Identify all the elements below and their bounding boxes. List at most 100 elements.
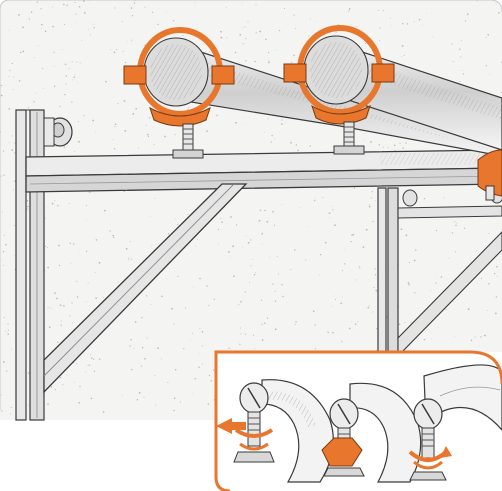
wall-speckle <box>413 21 415 23</box>
wall-speckle <box>382 146 384 148</box>
wall-speckle <box>238 304 240 305</box>
wall-speckle <box>79 62 81 64</box>
wall-speckle <box>319 274 321 276</box>
wall-speckle <box>264 209 266 212</box>
wall-speckle <box>130 339 132 341</box>
wall-speckle <box>85 204 88 206</box>
wall-speckle <box>173 397 176 400</box>
wall-speckle <box>263 322 266 325</box>
wall-speckle <box>294 249 296 251</box>
wall-speckle <box>154 197 156 199</box>
wall-speckle <box>73 382 75 383</box>
wall-speckle <box>261 323 263 325</box>
wall-speckle <box>57 205 59 207</box>
wall-speckle <box>35 92 37 94</box>
wall-speckle <box>221 221 223 223</box>
wall-speckle <box>157 23 159 26</box>
wall-speckle <box>90 357 93 359</box>
wall-speckle <box>30 11 33 14</box>
wall-speckle <box>239 343 241 345</box>
wall-speckle <box>7 329 9 331</box>
wall-speckle <box>495 296 498 298</box>
wall-speckle <box>78 6 81 8</box>
wall-speckle <box>26 208 28 210</box>
wall-speckle <box>334 224 336 227</box>
wall-speckle <box>9 142 11 144</box>
wall-speckle <box>71 302 73 304</box>
wall-speckle <box>327 331 329 334</box>
wall-speckle <box>174 134 176 136</box>
wall-speckle <box>310 18 312 20</box>
wall-speckle <box>141 346 144 349</box>
wall-speckle <box>244 117 246 118</box>
wall-speckle <box>18 14 20 16</box>
wall-speckle <box>305 259 307 261</box>
wall-speckle <box>239 33 242 36</box>
wall-speckle <box>290 141 292 144</box>
wall-speckle <box>53 85 56 88</box>
wall-speckle <box>76 296 79 298</box>
wall-speckle <box>78 121 79 123</box>
wall-speckle <box>173 323 175 325</box>
wall-speckle <box>291 61 293 63</box>
wall-speckle <box>147 135 150 138</box>
wall-speckle <box>247 241 250 244</box>
wall-speckle <box>44 147 46 149</box>
wall-speckle <box>187 214 189 216</box>
wall-speckle <box>0 94 3 97</box>
diagonal-brace <box>43 183 248 394</box>
wall-speckle <box>297 149 299 152</box>
wall-speckle <box>258 219 261 222</box>
wall-speckle <box>116 49 118 51</box>
wall-speckle <box>194 377 197 380</box>
wall-speckle <box>387 147 389 149</box>
wall-speckle <box>33 101 35 103</box>
wall-speckle <box>370 197 372 199</box>
wall-speckle <box>239 327 242 329</box>
wall-speckle <box>121 394 123 396</box>
wall-speckle <box>173 409 175 412</box>
wall-speckle <box>245 60 247 62</box>
wall-speckle <box>121 69 123 71</box>
wall-speckle <box>121 20 123 22</box>
wall-speckle <box>3 174 5 176</box>
wall-speckle <box>14 225 15 226</box>
wall-speckle <box>249 265 251 267</box>
wall-speckle <box>34 57 35 58</box>
wall-speckle <box>372 311 374 313</box>
wall-speckle <box>264 131 266 133</box>
wall-speckle <box>88 29 90 30</box>
wall-speckle <box>13 255 15 257</box>
wall-speckle <box>233 275 235 278</box>
wall-speckle <box>198 45 199 47</box>
wall-speckle <box>14 142 15 144</box>
wall-speckle <box>253 273 256 276</box>
wall-speckle <box>95 239 98 241</box>
wall-speckle <box>208 374 211 377</box>
wall-speckle <box>154 27 156 29</box>
wall-speckle <box>3 265 5 267</box>
wall-speckle <box>40 8 42 10</box>
wall-speckle <box>76 362 78 365</box>
wall-speckle <box>88 364 91 366</box>
wall-speckle <box>69 315 71 317</box>
wall-speckle <box>133 348 135 350</box>
wall-speckle <box>350 240 352 243</box>
wall-speckle <box>281 123 283 125</box>
wall-speckle <box>71 101 73 103</box>
wall-speckle <box>208 304 210 306</box>
wall-speckle <box>435 229 438 232</box>
wall-speckle <box>348 327 351 330</box>
wall-speckle <box>56 297 58 300</box>
wall-speckle <box>382 10 384 12</box>
wall-speckle <box>76 280 78 282</box>
wall-speckle <box>328 216 330 218</box>
wall-speckle <box>59 376 62 379</box>
wall-speckle <box>87 282 89 284</box>
wall-speckle <box>128 259 130 261</box>
wall-speckle <box>293 14 295 16</box>
wall-speckle <box>365 228 368 231</box>
wall-speckle <box>79 253 81 255</box>
wall-speckle <box>314 199 316 202</box>
arrow-left-icon <box>216 418 246 434</box>
